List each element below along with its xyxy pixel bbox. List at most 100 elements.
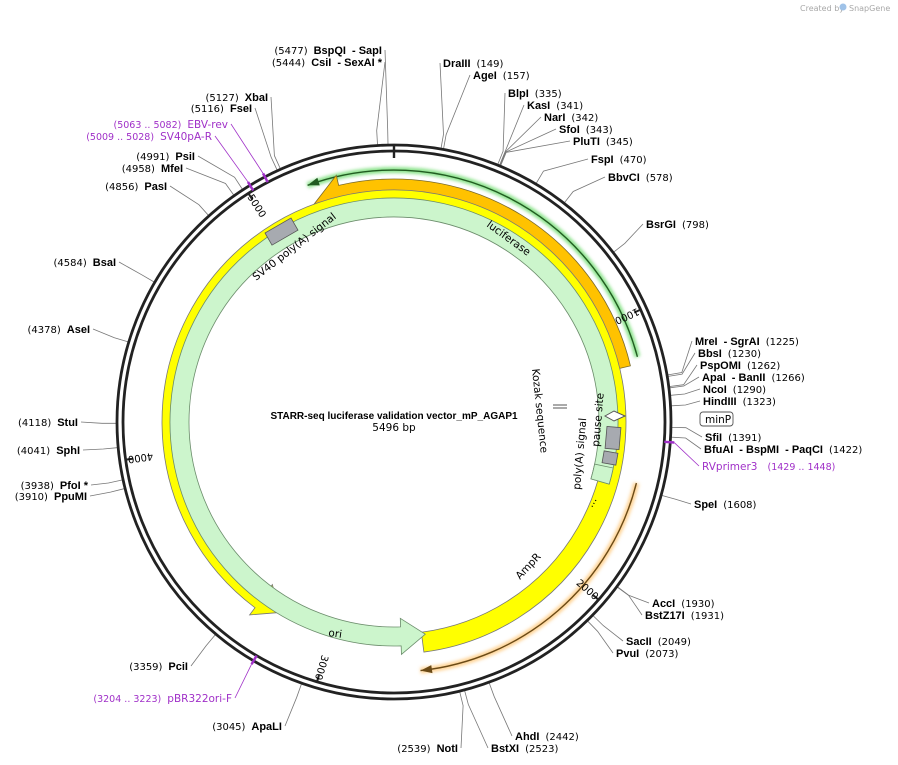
enzyme-position: (1391) [728,433,761,444]
enzyme-bbsi[interactable]: BbsI(1230) [698,348,761,360]
enzyme-name: MreI [695,336,718,348]
enzyme-leader-line [497,92,506,165]
enzyme-leader-line [564,176,606,203]
enzyme-plutl[interactable]: PluTI (345) [573,136,633,148]
enzyme-bstz17i[interactable]: BstZ17I(1931) [645,610,724,622]
enzyme-noti[interactable]: (2539)NotI [397,743,458,755]
enzyme-bspqi[interactable]: (5477)BspQI- SapI [274,45,382,57]
enzyme-leader-line [384,49,389,145]
enzyme-position: (5127) [206,93,239,104]
enzyme-bstxi[interactable]: BstXI(2523) [491,743,558,755]
sv40-polya-feature[interactable] [264,217,299,246]
enzyme-acci[interactable]: AccI(1930) [652,598,715,610]
enzyme-name: PasI [144,181,167,193]
tick-label: 3000 [312,654,330,682]
enzyme-blpi[interactable]: BlpI(335) [508,88,562,100]
tick-label: 5000 [245,193,268,220]
enzyme-position: (1323) [743,397,776,408]
primer-sv40pa-r[interactable]: (5009 .. 5028)SV40pA-R [86,131,255,192]
primer-name: pBR322ori-F [167,693,232,705]
enzyme-name: - SapI [352,45,382,57]
enzyme-bbvci[interactable]: BbvCI(578) [608,172,673,184]
primer-range: (1429 .. 1448) [768,462,836,473]
pause-site-feature[interactable] [604,425,622,451]
enzyme-leader-line [499,104,525,166]
enzyme-leader-line [669,376,700,389]
enzyme-pasi[interactable]: (4856)PasI [105,181,167,193]
enzyme-leader-line [439,62,444,149]
enzyme-xbai[interactable]: (5127)XbaI [206,92,269,104]
enzyme-pvui[interactable]: PvuI(2073) [616,648,679,660]
primer-range: (5063 .. 5082) [114,120,182,131]
enzyme-name: AseI [67,324,90,336]
minp-arrow-icon[interactable] [603,410,627,422]
enzyme-psii[interactable]: (4991)PsiI [136,151,195,163]
enzyme-ppumi[interactable]: (3910)PpuMI [15,491,87,503]
primer-pbr322ori-f[interactable]: (3204 .. 3223)pBR322ori-F [93,654,258,705]
enzyme-name: ApaI [702,372,726,384]
enzyme-leader-line [82,447,118,451]
enzyme-ahdi[interactable]: AhdI(2442) [515,731,579,743]
enzyme-position: (1608) [723,500,756,511]
enzyme-name: BbvCI [608,172,640,184]
enzyme-name: BstZ17I [645,610,685,622]
enzyme-pcii[interactable]: (3359)PciI [129,661,188,673]
snapgene-credit: Created by SnapGene [800,3,890,13]
enzyme-position: (1262) [747,361,780,372]
enzyme-bsai[interactable]: (4584)BsaI [54,257,117,269]
enzyme-asei[interactable]: (4378)AseI [28,324,91,336]
ampr-feature[interactable] [169,197,619,656]
primer-ebv-rev[interactable]: (5063 .. 5082)EBV-rev [114,119,269,183]
enzyme-apali[interactable]: (3045)ApaLI [212,721,282,733]
enzyme-pfoi[interactable]: (3938)PfoI * [21,480,89,492]
enzyme-position: (149) [477,59,504,70]
enzyme-leader-line [671,400,701,407]
enzyme-leader-line [376,61,386,145]
enzyme-sfii[interactable]: SfiI (1391) [705,432,761,444]
enzyme-pspomi[interactable]: PspOMI(1262) [700,360,780,372]
enzyme-agei[interactable]: AgeI(157) [473,70,530,82]
strand-arrow-icon [420,665,433,674]
strand-arrow-icon [307,177,320,186]
enzyme-position: (345) [606,137,633,148]
enzyme-name: SfiI [705,432,722,444]
enzyme-sfoi[interactable]: SfoI(343) [559,124,613,136]
enzyme-name: PluTI [573,136,600,148]
pause-site-label: pause site [590,392,607,447]
enzyme-nari[interactable]: NarI(342) [544,112,598,124]
minp-label: minP [705,414,731,426]
polya-signal-feature[interactable] [601,450,619,466]
enzyme-csii[interactable]: (5444)CsiI- SexAI * [272,57,383,69]
enzyme-leader-line [671,436,702,450]
enzyme-position: (335) [535,89,562,100]
enzyme-kasi[interactable]: KasI(341) [527,100,583,112]
enzyme-position: (2442) [546,732,579,743]
enzyme-apai[interactable]: ApaI- BanII(1266) [702,372,805,384]
primer-rvprimer3[interactable]: (1429 .. 1448)RVprimer3 [664,440,836,473]
enzyme-fsei[interactable]: (5116)FseI [191,103,252,115]
enzyme-spei[interactable]: SpeI(1608) [694,499,757,511]
enzyme-name: BsrGI [646,219,676,231]
enzyme-fspi[interactable]: FspI(470) [591,154,647,166]
enzyme-sacii[interactable]: SacII(2049) [626,636,691,648]
kozak-label: Kozak sequence [529,368,550,454]
enzyme-hindiii[interactable]: HindIII(1323) [703,396,776,408]
enzyme-mfei[interactable]: (4958)MfeI [122,163,183,175]
luciferase-strand-line [307,169,639,357]
enzyme-leader-line [661,495,692,505]
enzyme-name: PvuI [616,648,639,660]
ampr-promoter-feature[interactable] [590,463,614,485]
enzyme-position: (798) [682,220,709,231]
primer-leader-line [673,442,700,467]
enzyme-bsrgi[interactable]: BsrGI (798) [646,219,709,231]
enzyme-sphi[interactable]: (4041)SphI [17,445,80,457]
enzyme-bfuai[interactable]: BfuAI- BspMI- PaqCI(1422) [704,444,862,456]
primer-name: SV40pA-R [160,131,212,143]
enzyme-draiii[interactable]: DraIII(149) [443,58,503,70]
enzyme-ncoi[interactable]: NcoI(1290) [703,384,766,396]
enzyme-srei[interactable]: MreI- SgrAI(1225) [695,336,799,348]
enzyme-name: StuI [57,417,78,429]
enzyme-stui[interactable]: (4118)StuI [18,417,78,429]
enzyme-name: FspI [591,154,614,166]
